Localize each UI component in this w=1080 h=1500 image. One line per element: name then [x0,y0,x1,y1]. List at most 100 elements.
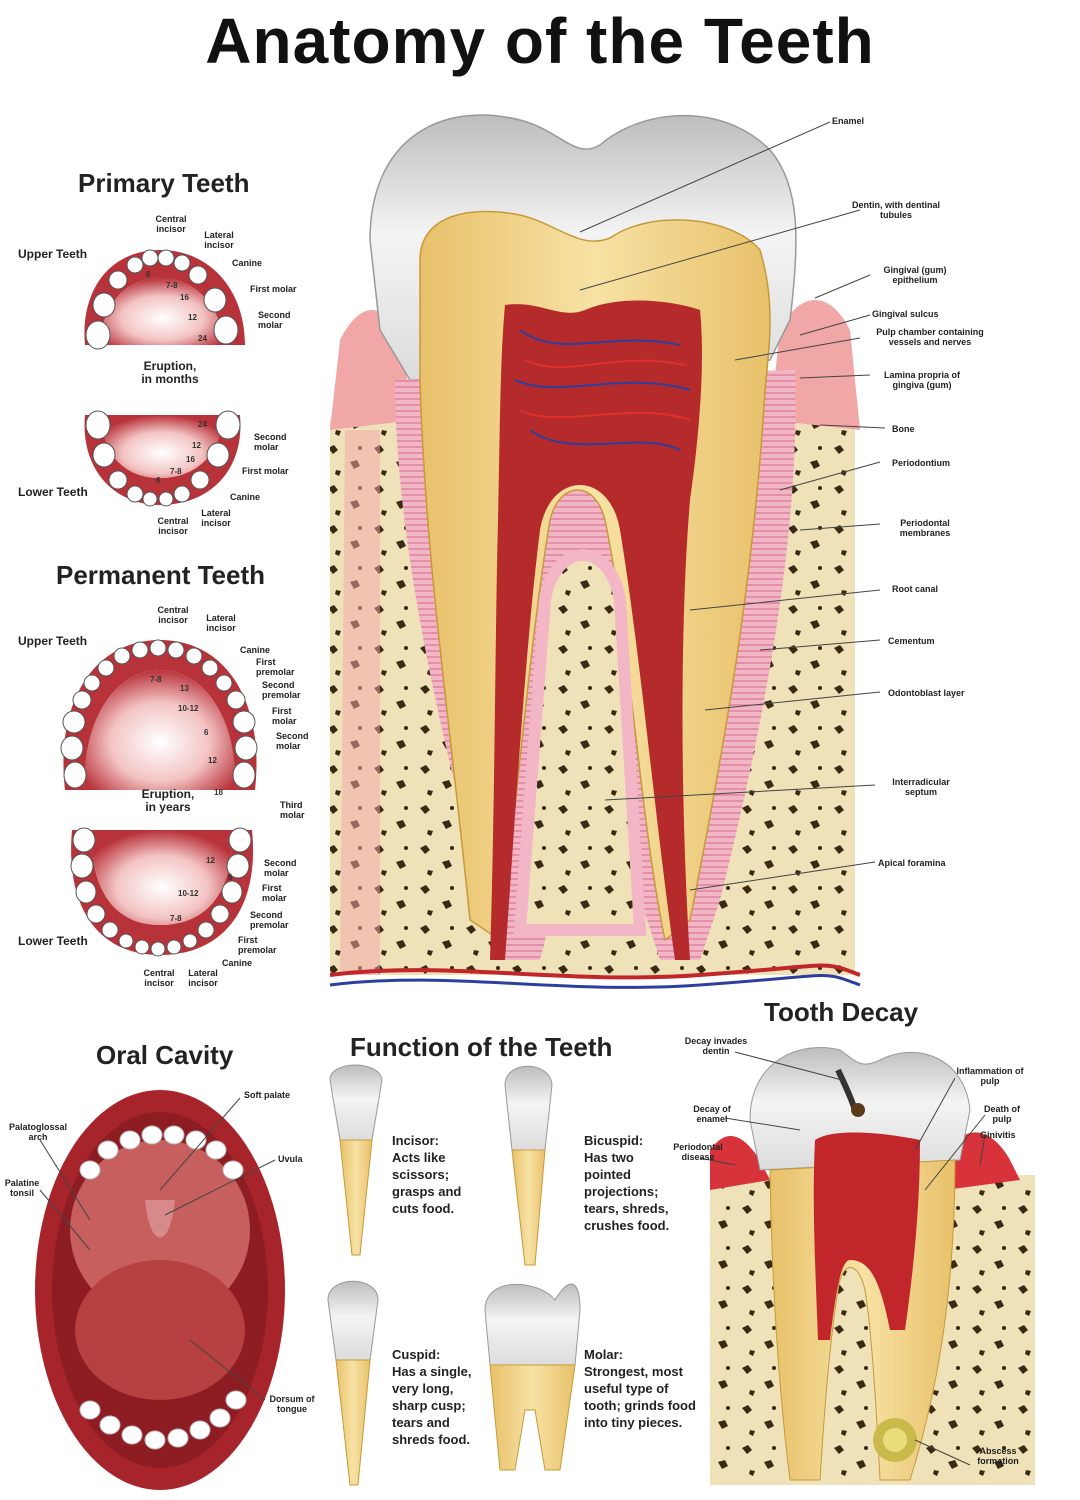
oral-cavity-illustration [35,1090,285,1490]
function-molar: Molar: Strongest, most useful type of to… [584,1346,696,1431]
decay-label-inflammation-pulp: Inflammation of pulp [956,1066,1024,1086]
permanent-lower-num-6: 6 [228,873,233,882]
primary-eruption-caption: Eruption, in months [141,359,199,386]
primary-upper-label: Upper Teeth [18,247,88,261]
permanent-upper-arch [60,639,258,790]
permanent-upper-num-12: 12 [208,756,217,765]
oral-label-soft-palate: Soft palate [244,1090,291,1100]
tooth-decay-illustration [699,1047,1035,1485]
label-periodontium: Periodontium [892,458,950,468]
decay-label-invades-dentin: Decay invades dentin [684,1036,748,1056]
primary-lower-central-incisor: Central incisor [157,516,189,536]
permanent-upper-first-premolar: First premolar [256,657,295,677]
permanent-upper-first-molar: First molar [272,706,297,726]
primary-upper-central-incisor: Central incisor [155,214,187,234]
primary-upper-num-6: 6 [146,270,151,279]
primary-lower-arch [84,410,241,507]
permanent-upper-num-7-8: 7-8 [150,675,162,684]
label-lamina-propria: Lamina propria of gingiva (gum) [883,370,960,390]
permanent-lower-num-7-8: 7-8 [170,914,182,923]
permanent-lower-num-10-12: 10-12 [178,889,199,898]
primary-upper-num-24: 24 [198,334,207,343]
primary-upper-arch [84,249,246,350]
permanent-eruption-caption: Eruption, in years [141,787,195,814]
label-enamel: Enamel [832,116,865,126]
decay-label-decay-enamel: Decay of enamel [693,1104,731,1124]
oral-label-dorsum-of-tongue: Dorsum of tongue [269,1394,315,1414]
primary-upper-canine: Canine [232,258,263,268]
label-bone: Bone [892,424,915,434]
primary-lower-second-molar: Second molar [254,432,287,452]
bicuspid-text: Has two pointed projections; tears, shre… [584,1150,670,1233]
label-odontoblast-layer: Odontoblast layer [888,688,965,698]
permanent-lower-arch [70,827,254,957]
primary-lower-num-6: 6 [156,476,161,485]
permanent-upper-second-molar: Second molar [276,731,309,751]
decay-label-ginivitis: Ginivitis [980,1130,1016,1140]
permanent-upper-num-6: 6 [204,728,209,737]
primary-lower-label: Lower Teeth [18,485,88,499]
label-cementum: Cementum [888,636,935,646]
molar-name: Molar: [584,1347,623,1362]
label-dentin: Dentin, with dentinal tubules [852,200,940,220]
incisor-name: Incisor: [392,1133,439,1148]
permanent-lower-canine: Canine [222,958,253,968]
label-periodontal-membranes: Periodontal membranes [899,518,951,538]
cuspid-name: Cuspid: [392,1347,441,1362]
incisor-text: Acts like scissors; grasps and cuts food… [392,1150,462,1216]
decay-label-periodontal-disease: Periodontal disease [673,1142,723,1162]
function-bicuspid: Bicuspid: Has two pointed projections; t… [584,1132,684,1234]
permanent-lower-first-premolar: First premolar [238,935,277,955]
primary-upper-num-7-8: 7-8 [166,281,178,290]
decay-label-abscess: Abscess formation [977,1446,1019,1466]
tooth-decay-heading: Tooth Decay [764,997,919,1027]
function-incisor: Incisor: Acts like scissors; grasps and … [392,1132,487,1217]
oral-label-palatine-tonsil: Palatine tonsil [4,1178,40,1198]
permanent-lower-lateral-incisor: Lateral incisor [188,968,218,988]
permanent-num-18: 18 [214,788,223,797]
oral-label-palatoglossal-arch: Palatoglossal arch [8,1122,68,1142]
label-apical-foramina: Apical foramina [878,858,946,868]
label-root-canal: Root canal [892,584,939,594]
cuspid-text: Has a single, very long, sharp cusp; tea… [392,1364,472,1447]
permanent-lower-second-molar: Second molar [264,858,297,878]
primary-teeth-heading: Primary Teeth [78,168,250,198]
function-heading: Function of the Teeth [350,1032,613,1062]
permanent-lower-central-incisor: Central incisor [143,968,175,988]
primary-upper-num-12: 12 [188,313,197,322]
primary-upper-first-molar: First molar [250,284,297,294]
label-interradicular-septum: Interradicular septum [892,777,950,797]
primary-upper-lateral-incisor: Lateral incisor [204,230,234,250]
permanent-upper-lateral-incisor: Lateral incisor [206,613,236,633]
molar-text: Strongest, most useful type of tooth; gr… [584,1364,696,1430]
page-title: Anatomy of the Teeth [205,5,875,77]
primary-lower-num-24: 24 [198,420,207,429]
oral-label-uvula: Uvula [278,1154,303,1164]
primary-lower-canine: Canine [230,492,261,502]
permanent-lower-label: Lower Teeth [18,934,88,948]
primary-upper-num-16: 16 [180,293,189,302]
permanent-lower-second-premolar: Second premolar [250,910,289,930]
function-cuspid: Cuspid: Has a single, very long, sharp c… [392,1346,484,1448]
permanent-third-molar: Third molar [280,800,305,820]
label-pulp-chamber: Pulp chamber containing vessels and nerv… [876,327,984,347]
function-teeth-illustrations [327,1064,581,1486]
permanent-upper-num-13: 13 [180,684,189,693]
permanent-upper-second-premolar: Second premolar [262,680,301,700]
permanent-upper-label: Upper Teeth [18,634,88,648]
oral-cavity-heading: Oral Cavity [96,1040,234,1070]
primary-lower-num-16: 16 [186,455,195,464]
primary-lower-num-7-8: 7-8 [170,467,182,476]
permanent-upper-num-10-12: 10-12 [178,704,199,713]
permanent-upper-central-incisor: Central incisor [157,605,189,625]
permanent-upper-canine: Canine [240,645,271,655]
decay-label-death-pulp: Death of pulp [984,1104,1020,1124]
bicuspid-name: Bicuspid: [584,1133,644,1148]
main-tooth-cross-section [329,114,886,989]
label-gingival-epithelium: Gingival (gum) epithelium [883,265,947,285]
primary-lower-lateral-incisor: Lateral incisor [201,508,231,528]
permanent-lower-num-12: 12 [206,856,215,865]
primary-upper-second-molar: Second molar [258,310,291,330]
permanent-lower-first-molar: First molar [262,883,287,903]
